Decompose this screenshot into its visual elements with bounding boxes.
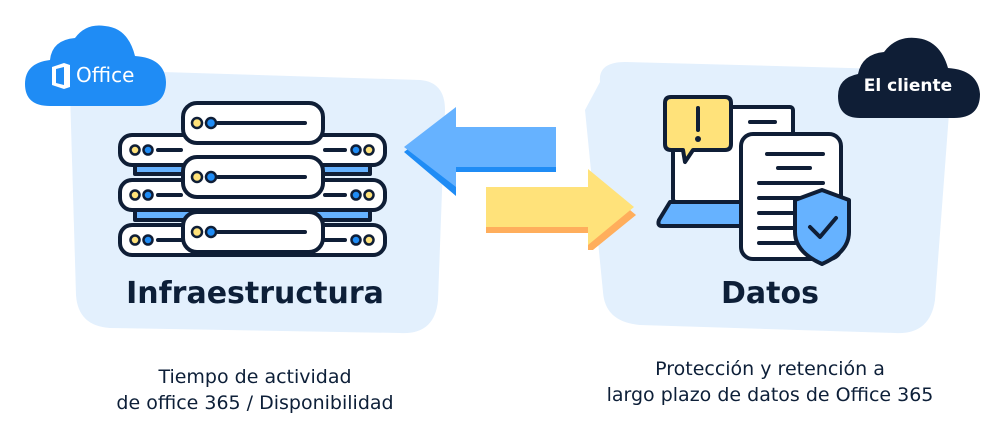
exchange-arrows bbox=[404, 107, 636, 250]
infrastructure-caption-line1: Tiempo de actividad bbox=[158, 366, 352, 388]
arrow-right-icon bbox=[486, 169, 636, 250]
client-label: El cliente bbox=[863, 76, 953, 96]
client-cloud-badge: El cliente bbox=[832, 34, 984, 124]
arrow-left-icon bbox=[404, 107, 556, 196]
server-rack-icon bbox=[118, 101, 387, 257]
cloud-shape-icon bbox=[838, 37, 980, 118]
data-caption: Protección y retención a largo plazo de … bbox=[550, 356, 990, 408]
infrastructure-caption-line2: de office 365 / Disponibilidad bbox=[116, 392, 394, 414]
data-caption-line2: largo plazo de datos de Office 365 bbox=[606, 384, 934, 406]
data-title: Datos bbox=[721, 276, 819, 311]
office-label: Office bbox=[76, 63, 135, 87]
infrastructure-caption: Tiempo de actividad de office 365 / Disp… bbox=[40, 364, 470, 416]
data-caption-line1: Protección y retención a bbox=[655, 358, 885, 380]
data-protection-icon bbox=[656, 95, 851, 266]
office-cloud-badge: Office bbox=[20, 18, 170, 108]
infrastructure-title: Infraestructura bbox=[126, 276, 384, 311]
office-logo-icon bbox=[52, 63, 70, 89]
